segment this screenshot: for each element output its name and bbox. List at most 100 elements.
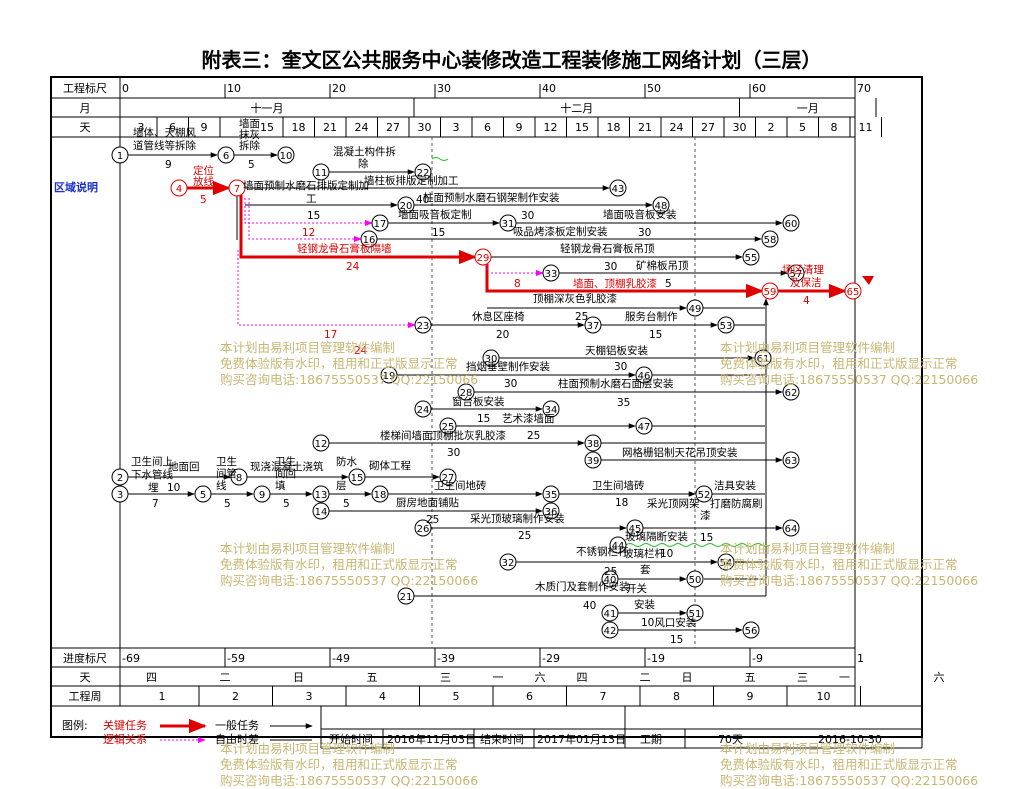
node-60: 60 bbox=[782, 214, 800, 232]
task-label: 25 bbox=[426, 514, 439, 526]
node-16: 16 bbox=[360, 230, 378, 248]
node-12: 12 bbox=[312, 434, 330, 452]
float-lines bbox=[431, 157, 771, 547]
scale-tick-label: 10 bbox=[227, 82, 241, 95]
node-7: 7 bbox=[228, 179, 246, 197]
task-label: 矿棉板吊顶 bbox=[636, 259, 689, 272]
day-number: 30 bbox=[733, 121, 747, 134]
node-61: 61 bbox=[754, 349, 772, 367]
day-number: 9 bbox=[201, 121, 208, 134]
node-circle bbox=[782, 383, 800, 401]
node-circle bbox=[414, 519, 432, 537]
month-label: 月 bbox=[80, 102, 91, 115]
node-38: 38 bbox=[584, 434, 602, 452]
node-27: 27 bbox=[439, 468, 457, 486]
node-number: 25 bbox=[442, 422, 455, 433]
node-circle bbox=[686, 604, 704, 622]
node-number: 26 bbox=[417, 524, 430, 535]
node-number: 58 bbox=[764, 235, 777, 246]
node-number: 3 bbox=[117, 490, 123, 501]
task-label: 墙面吸音板安装 bbox=[603, 208, 677, 221]
node-number: 7 bbox=[234, 184, 240, 195]
task-label: 轻钢龙骨石膏板隔墙 bbox=[297, 242, 392, 255]
node-number: 23 bbox=[417, 321, 430, 332]
task-label: 30 bbox=[614, 361, 627, 373]
task-label: 18 bbox=[615, 497, 628, 509]
node-number: 12 bbox=[315, 439, 328, 450]
weekday-name: 一 bbox=[839, 671, 850, 684]
node-circle bbox=[542, 400, 560, 418]
node-circle bbox=[414, 316, 432, 334]
task-label: 30 bbox=[604, 261, 617, 273]
node-number: 53 bbox=[720, 321, 733, 332]
task-label: 场区清理 bbox=[782, 263, 824, 276]
task-label: 防水 bbox=[336, 455, 357, 468]
node-number: 37 bbox=[587, 321, 600, 332]
node-number: 14 bbox=[315, 507, 328, 518]
node-34: 34 bbox=[542, 400, 560, 418]
week-number: 10 bbox=[817, 690, 831, 703]
node-49: 49 bbox=[686, 299, 704, 317]
start-value: 2016年11月03日 bbox=[387, 732, 476, 746]
node-57: 57 bbox=[787, 264, 805, 282]
node-number: 42 bbox=[604, 626, 617, 637]
page-title: 附表三：奎文区公共服务中心装修改造工程装修施工网络计划（三层） bbox=[201, 48, 822, 72]
task-label: 洁具安装 bbox=[714, 479, 756, 492]
legend-normal: 一般任务 bbox=[215, 719, 259, 732]
task-label: 40 bbox=[583, 600, 596, 612]
node-circle bbox=[782, 519, 800, 537]
weekday-name: 三 bbox=[797, 671, 808, 684]
scale-tick-label: 0 bbox=[122, 82, 129, 95]
task-label: 15 bbox=[649, 329, 662, 341]
week-number: 5 bbox=[453, 690, 460, 703]
node-number: 64 bbox=[785, 524, 798, 535]
node-number: 31 bbox=[502, 219, 515, 230]
node-63: 63 bbox=[782, 451, 800, 469]
task-label: 20 bbox=[496, 329, 509, 341]
node-circle bbox=[348, 468, 366, 486]
node-circle bbox=[584, 434, 602, 452]
progress-tick-label: -49 bbox=[332, 652, 350, 665]
task-label: 砌体工程 bbox=[369, 460, 411, 472]
task-label: 挡烟垂壁制作安装 bbox=[466, 360, 550, 373]
node-circle bbox=[499, 214, 517, 232]
node-number: 28 bbox=[460, 388, 473, 399]
node-circle bbox=[439, 417, 457, 435]
month-name: 一月 bbox=[797, 102, 819, 115]
task-label: 墙柱板排版定制加工 bbox=[364, 174, 459, 187]
node-number: 19 bbox=[383, 371, 396, 382]
node-circle bbox=[371, 214, 389, 232]
task-label: 30 bbox=[447, 447, 460, 459]
task-label: 4 bbox=[803, 295, 810, 307]
day-number: 6 bbox=[169, 121, 176, 134]
node-39: 39 bbox=[584, 451, 602, 469]
node-37: 37 bbox=[584, 316, 602, 334]
task-label: 5 bbox=[665, 278, 672, 290]
task-label: 拆除 bbox=[239, 139, 260, 152]
node-circle bbox=[439, 468, 457, 486]
node-65: 65 bbox=[844, 282, 862, 300]
task-label: 墙体、天棚风 bbox=[133, 126, 196, 139]
node-number: 5 bbox=[200, 490, 206, 501]
legend-critical: 关键任务 bbox=[103, 718, 147, 732]
task-label: 艺术漆墙面 bbox=[502, 412, 555, 425]
node-number: 4 bbox=[176, 184, 182, 195]
node-circle bbox=[542, 502, 560, 520]
task-label: 5 bbox=[343, 498, 350, 510]
task-label: 墙面 bbox=[239, 117, 260, 130]
node-number: 65 bbox=[847, 287, 860, 298]
watermark-f: 本计划由易利项目管理软件编制免费体验版有水印，租用和正式版显示正常购买咨询电话:… bbox=[720, 741, 979, 788]
task-label: 楼梯间墙面顶棚批灰乳胶漆 bbox=[380, 429, 506, 442]
task-label: 玻璃隔断安装 bbox=[625, 530, 688, 543]
node-59: 59 bbox=[761, 282, 779, 300]
duration-label: 工期 bbox=[640, 733, 662, 746]
node-3: 3 bbox=[111, 485, 129, 503]
node-circle bbox=[111, 485, 129, 503]
task-label: 下水管线 bbox=[131, 468, 173, 481]
task-label: 24 bbox=[346, 261, 360, 273]
node-circle bbox=[717, 316, 735, 334]
node-26: 26 bbox=[414, 519, 432, 537]
task-label: 柱面预制水磨石钢架制作安装 bbox=[423, 191, 560, 204]
task-label: 25 bbox=[575, 311, 588, 323]
